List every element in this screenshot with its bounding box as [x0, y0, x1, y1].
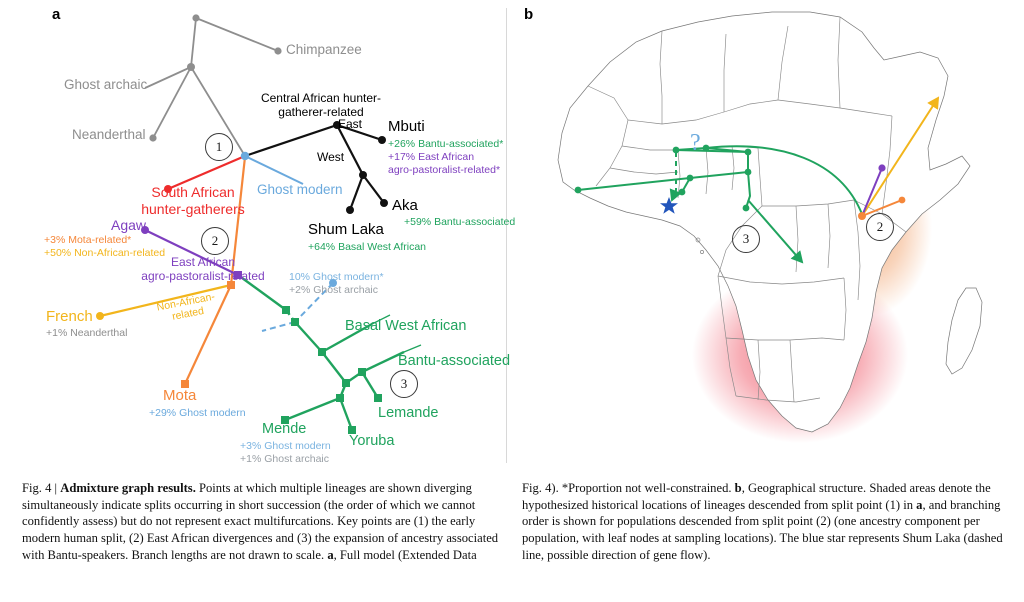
key-point-2-map: 2 — [866, 213, 894, 241]
tree-edges-south-african — [167, 154, 246, 191]
caption-left-body2: , Full model (Extended Data — [333, 547, 477, 562]
annotation-mota-ghost-modern: +29% Ghost modern — [149, 407, 246, 419]
panel-b-letter: b — [524, 6, 534, 23]
caption-right: Fig. 4). *Proportion not well-constraine… — [522, 480, 1008, 564]
branch-label-east: East — [338, 117, 363, 131]
annotation-french-neanderthal: +1% Neanderthal — [46, 327, 128, 339]
node-label-mende: Mende — [262, 421, 307, 437]
node-label-ghost-archaic: Ghost archaic — [64, 77, 148, 92]
caption-left-title: Admixture graph results. — [60, 481, 196, 495]
caption-right-part3: , and branching order is shown for popul… — [522, 497, 1003, 562]
annotation-mbuti-bantu: +26% Bantu-associated* — [388, 138, 504, 150]
node-label-ghost-modern: Ghost modern — [257, 182, 343, 197]
node-label-shum-laka: Shum Laka — [308, 221, 384, 238]
node-label-bantu-associated: Bantu-associated — [398, 353, 511, 369]
annotation-mende-ghost-modern: +3% Ghost modern — [240, 440, 331, 452]
tree-edges-archaic — [144, 17, 279, 157]
caption-right-panel-ref-a: a — [916, 497, 923, 512]
branch-label-west: West — [317, 150, 345, 164]
key-point-1-tree: 1 — [205, 133, 233, 161]
node-label-french: French — [46, 308, 93, 325]
node-label-east-african-agro-pastoralist: East African agro-pastoralist-related — [141, 255, 265, 284]
map-green-lineage-network — [574, 144, 863, 264]
annotation-agaw-nonafrican: +50% Non-African-related — [44, 247, 166, 259]
annotation-mbuti-eaap-2: agro-pastoralist-related* — [388, 164, 501, 176]
admixture-graph-tree: .e-grey{stroke:#8e8e8e;stroke-width:1.8;… — [96, 14, 422, 434]
node-label-mbuti: Mbuti — [388, 118, 425, 135]
node-label-lemande: Lemande — [378, 405, 439, 421]
tree-edges-mota — [184, 156, 247, 385]
caption-left-panel-ref: a — [327, 547, 334, 562]
geographical-structure-map: .country{fill:#ffffff;stroke:#777;stroke… — [557, 11, 983, 443]
caption-left-prefix: Fig. 4 | — [22, 481, 61, 495]
annotation-bwa-ghost-modern: 10% Ghost modern* — [289, 271, 384, 283]
caption-left-body: Points at which multiple lineages are sh… — [22, 481, 499, 562]
node-label-chimpanzee: Chimpanzee — [286, 42, 362, 57]
key-point-3-map: 3 — [732, 225, 760, 253]
tree-edges-central-african — [244, 123, 385, 211]
caption-left: Fig. 4 | Admixture graph results. Points… — [22, 480, 502, 564]
caption-right-panel-ref-b: b — [734, 481, 742, 495]
annotation-agaw-mota: +3% Mota-related* — [44, 234, 132, 246]
node-label-basal-west-african: Basal West African — [345, 318, 467, 334]
tree-label-leaders — [371, 314, 422, 353]
node-label-neanderthal: Neanderthal — [72, 127, 146, 142]
tree-edges-french — [99, 283, 232, 318]
map-question-mark: ? — [690, 130, 701, 156]
node-label-central-african-hunter-gatherer: Central African hunter- gatherer-related — [260, 91, 382, 120]
node-label-aka: Aka — [392, 197, 418, 214]
caption-right-part2: , Geographical structure. Shaded areas d… — [522, 481, 991, 512]
node-label-agaw: Agaw — [111, 217, 147, 233]
annotation-aka-bantu: +59% Bantu-associated — [404, 216, 516, 228]
map-africa-outline — [557, 11, 983, 433]
map-east-african-arrows — [858, 96, 940, 220]
annotation-shum-laka-bwa: +64% Basal West African — [308, 241, 426, 253]
shum-laka-star-marker — [660, 197, 678, 214]
caption-right-part1: Fig. 4). *Proportion not well-constraine… — [522, 481, 735, 495]
node-label-south-african-hunter-gatherers: South African hunter-gatherers — [141, 184, 245, 217]
annotation-mende-ghost-archaic: +1% Ghost archaic — [240, 453, 330, 465]
node-label-mota: Mota — [163, 387, 197, 404]
key-point-2-tree: 2 — [201, 227, 229, 255]
node-label-yoruba: Yoruba — [349, 433, 395, 449]
annotation-bwa-ghost-archaic: +2% Ghost archaic — [289, 284, 379, 296]
column-divider — [506, 8, 507, 463]
annotation-mbuti-eaap-1: +17% East African — [388, 151, 475, 163]
tree-edges-east-african — [144, 229, 239, 276]
key-point-3-tree: 3 — [390, 370, 418, 398]
tree-nodes — [96, 14, 388, 434]
tree-edges-ghost-modern — [244, 155, 334, 332]
panel-a-letter: a — [52, 6, 61, 23]
